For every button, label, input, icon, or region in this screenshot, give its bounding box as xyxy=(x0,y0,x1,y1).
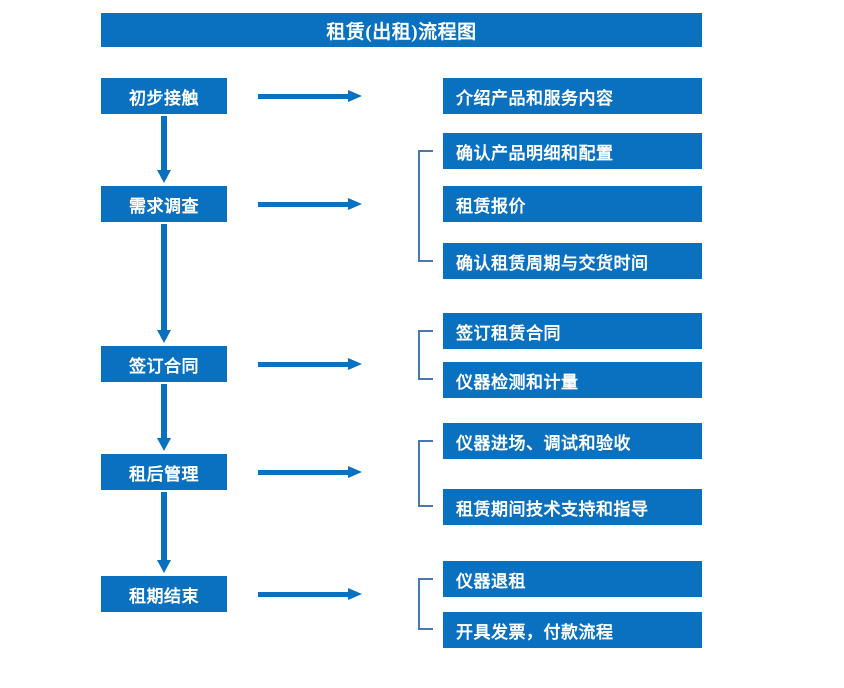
stage-box-2[interactable]: 需求调查 xyxy=(101,186,227,222)
detail-box-10[interactable]: 开具发票，付款流程 xyxy=(443,612,702,648)
bracket-group-2 xyxy=(418,150,433,262)
stage-box-3[interactable]: 签订合同 xyxy=(101,346,227,382)
vertical-arrow-icon-1 xyxy=(156,116,172,183)
horizontal-arrow-icon-5 xyxy=(258,586,362,602)
horizontal-arrow-icon-3 xyxy=(258,356,362,372)
detail-box-9[interactable]: 仪器退租 xyxy=(443,561,702,597)
detail-box-6[interactable]: 仪器检测和计量 xyxy=(443,362,702,398)
bracket-group-4 xyxy=(418,440,433,507)
bracket-group-5 xyxy=(418,578,433,630)
detail-box-3[interactable]: 租赁报价 xyxy=(443,186,702,222)
horizontal-arrow-icon-1 xyxy=(258,88,362,104)
vertical-arrow-icon-3 xyxy=(156,384,172,451)
detail-box-7[interactable]: 仪器进场、调试和验收 xyxy=(443,423,702,459)
stage-box-1[interactable]: 初步接触 xyxy=(101,78,227,114)
vertical-arrow-icon-4 xyxy=(156,492,172,573)
vertical-arrow-icon-2 xyxy=(156,224,172,343)
stage-box-4[interactable]: 租后管理 xyxy=(101,454,227,490)
horizontal-arrow-icon-2 xyxy=(258,196,362,212)
detail-box-8[interactable]: 租赁期间技术支持和指导 xyxy=(443,489,702,525)
bracket-group-3 xyxy=(418,330,433,380)
detail-box-4[interactable]: 确认租赁周期与交货时间 xyxy=(443,243,702,279)
horizontal-arrow-icon-4 xyxy=(258,464,362,480)
detail-box-1[interactable]: 介绍产品和服务内容 xyxy=(443,78,702,114)
page-title: 租赁(出租)流程图 xyxy=(101,13,702,47)
detail-box-5[interactable]: 签订租赁合同 xyxy=(443,313,702,349)
stage-box-5[interactable]: 租期结束 xyxy=(101,576,227,612)
detail-box-2[interactable]: 确认产品明细和配置 xyxy=(443,133,702,169)
